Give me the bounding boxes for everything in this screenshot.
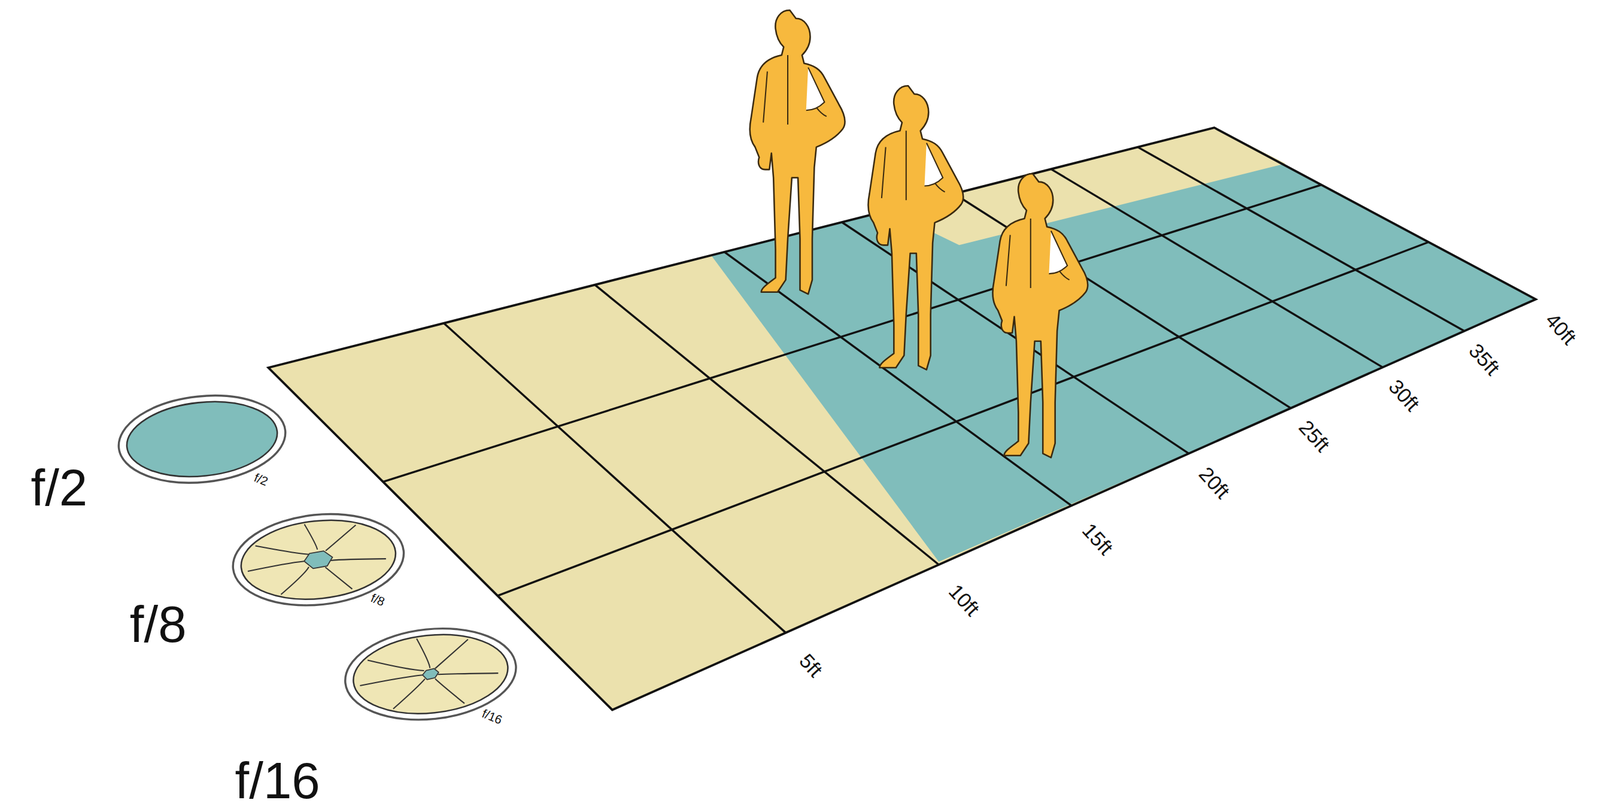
distance-label: 40ft [1542,308,1581,348]
aperture-tag: f/8 [368,591,387,609]
distance-label: 15ft [1079,519,1117,559]
distance-label: 30ft [1385,375,1423,415]
grid-line [1051,168,1383,367]
grid-line [594,284,939,565]
aperture-label: f/16 [235,754,321,806]
aperture-tag: f/2 [252,471,270,488]
distance-label: 25ft [1295,416,1334,455]
distance-label: 20ft [1195,463,1234,503]
distance-label: 10ft [945,580,983,620]
distance-label: 5ft [796,650,827,681]
aperture-tag: f/16 [480,706,504,727]
aperture-label: f/8 [129,599,187,651]
distance-label: 35ft [1465,339,1504,379]
grid-line [383,184,1322,482]
aperture-label: f/2 [30,462,88,513]
grid-line [497,241,1429,596]
